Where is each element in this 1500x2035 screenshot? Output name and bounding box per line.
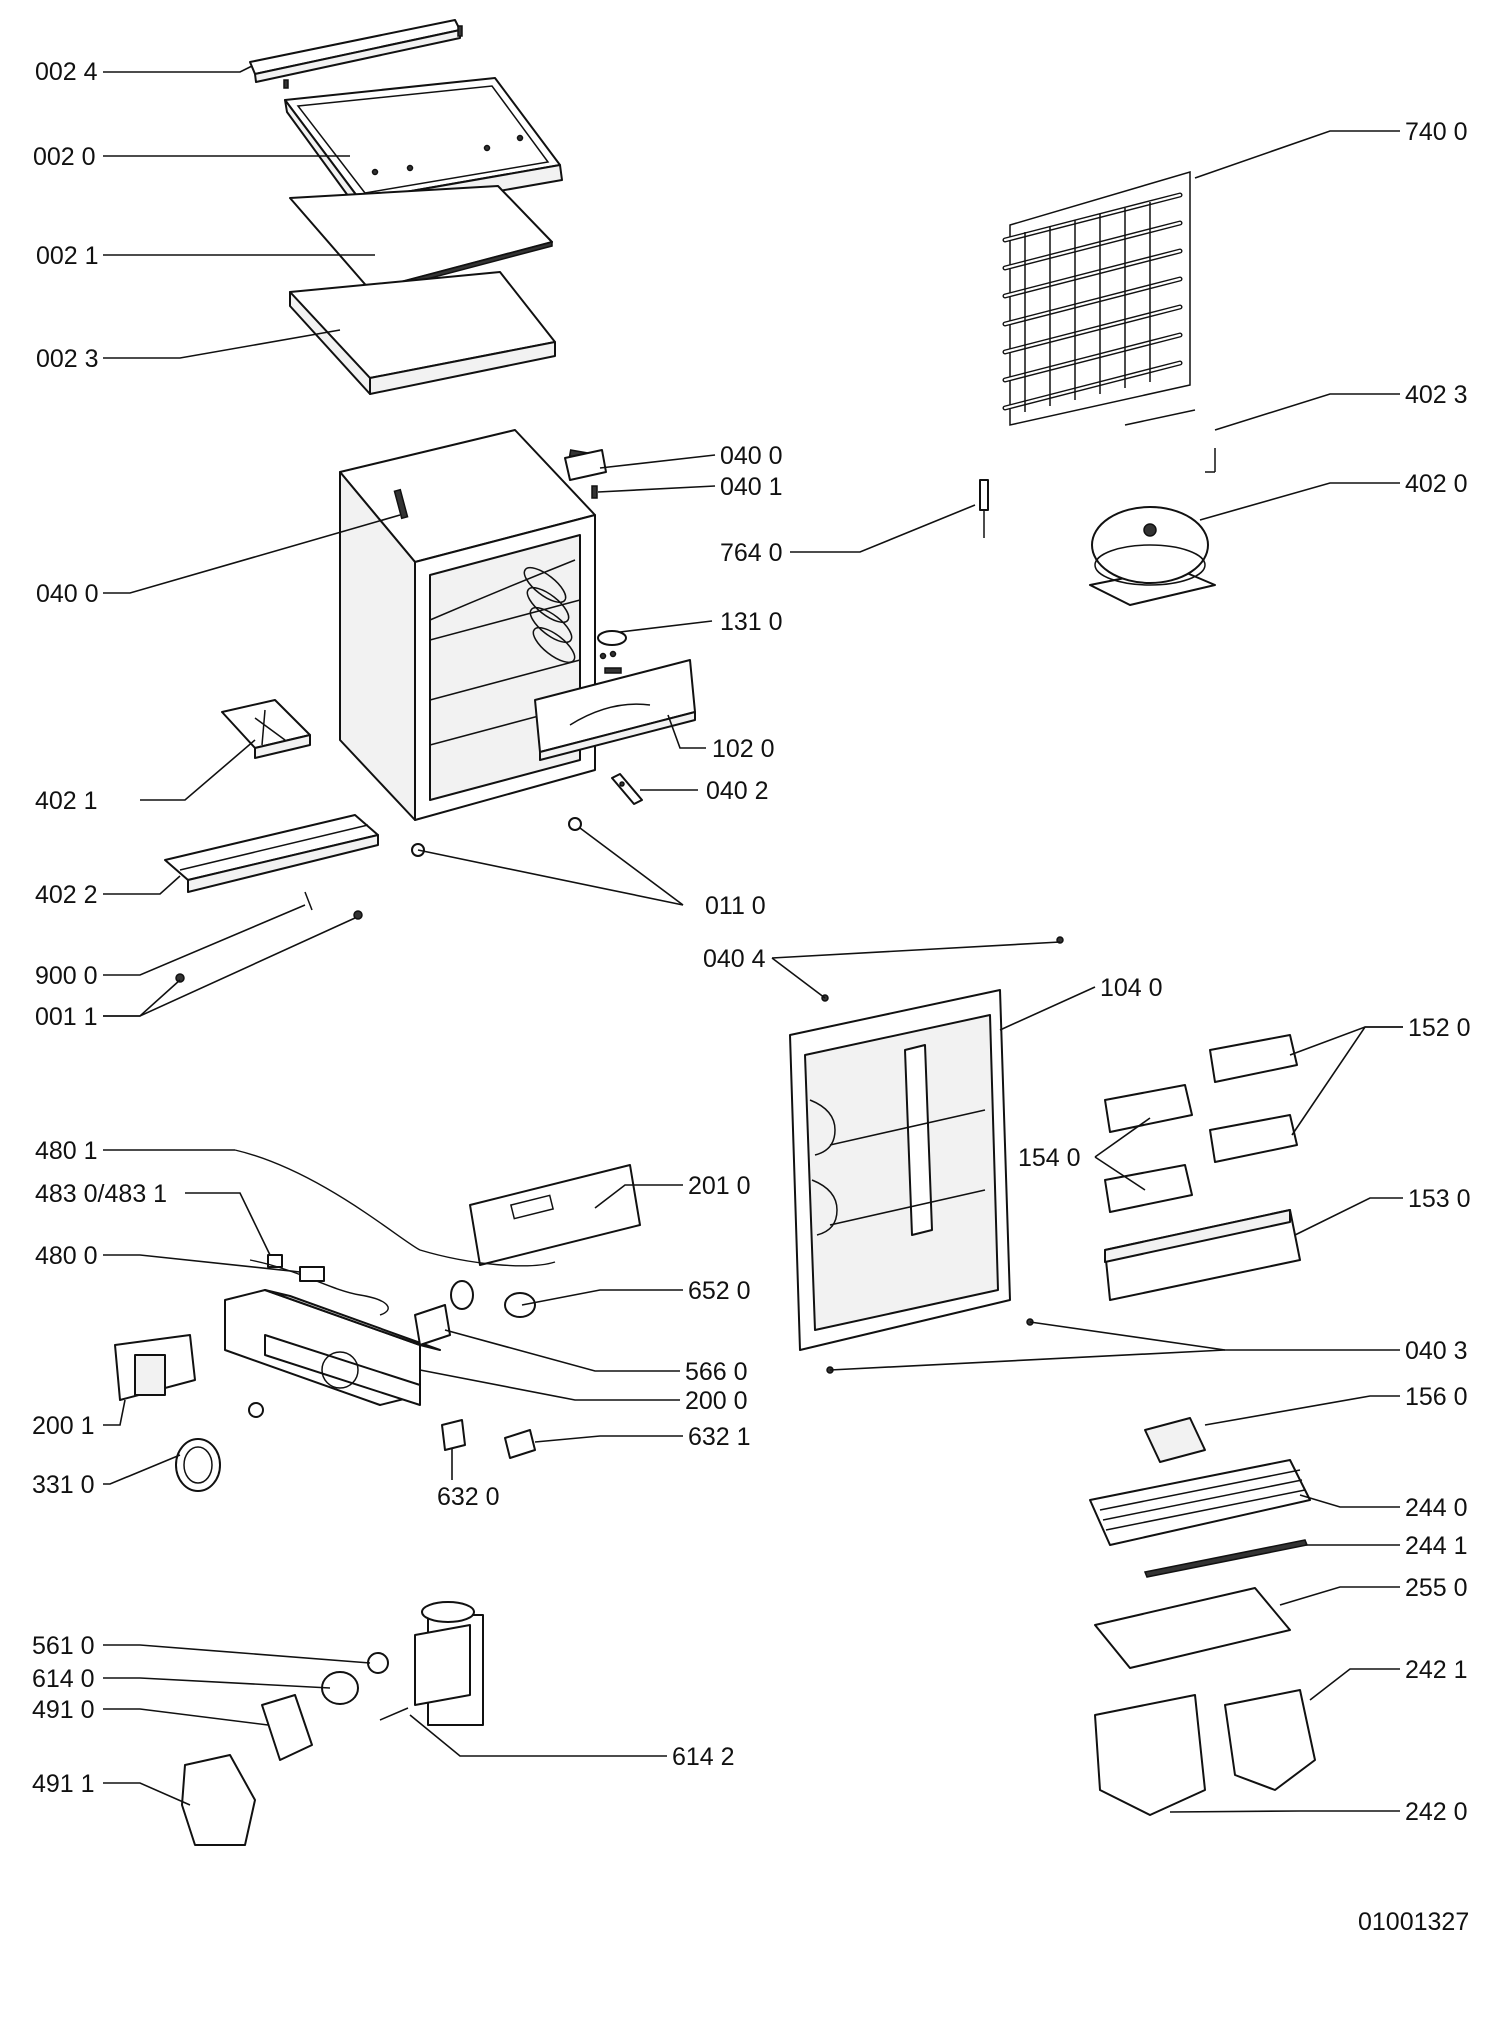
label-614-2: 614 2	[672, 1743, 735, 1771]
label-242-1: 242 1	[1405, 1656, 1468, 1684]
label-156-0: 156 0	[1405, 1383, 1468, 1411]
label-740-0: 740 0	[1405, 118, 1468, 146]
label-242-0: 242 0	[1405, 1798, 1468, 1826]
label-201-0: 201 0	[688, 1172, 751, 1200]
label-244-0: 244 0	[1405, 1494, 1468, 1522]
label-480-0: 480 0	[35, 1242, 98, 1270]
part-thermostat-sensor	[979, 479, 989, 538]
part-door	[789, 936, 1064, 1374]
part-bottom-hinge	[611, 773, 643, 805]
label-402-2: 402 2	[35, 881, 98, 909]
part-top-trim-strip	[249, 19, 463, 89]
part-door-shelves	[1104, 1034, 1301, 1301]
part-base-rail	[164, 814, 379, 893]
label-131-0: 131 0	[720, 608, 783, 636]
label-040-1: 040 1	[720, 473, 783, 501]
label-632-1: 632 1	[688, 1423, 751, 1451]
label-632-0: 632 0	[437, 1483, 500, 1511]
part-condenser	[1002, 170, 1191, 426]
part-compressor-electrics	[181, 1601, 484, 1846]
part-thermostat-knob	[597, 630, 627, 660]
part-shelves-drawers	[1089, 1417, 1316, 1816]
label-002-0: 002 0	[33, 143, 96, 171]
label-402-0: 402 0	[1405, 470, 1468, 498]
label-480-1: 480 1	[35, 1137, 98, 1165]
label-040-3: 040 3	[1405, 1337, 1468, 1365]
label-040-0-a: 040 0	[720, 442, 783, 470]
label-200-0: 200 0	[685, 1387, 748, 1415]
part-adjustable-feet	[411, 817, 582, 857]
label-614-0: 614 0	[32, 1665, 95, 1693]
part-labels: 002 4 002 0 002 1 002 3 040 0 040 1 040 …	[32, 58, 1471, 1936]
part-control-panel	[534, 659, 696, 761]
drawing-code: 01001327	[1358, 1908, 1469, 1936]
part-capillary-tube	[1124, 409, 1216, 473]
label-154-0: 154 0	[1018, 1144, 1081, 1172]
label-331-0: 331 0	[32, 1471, 95, 1499]
label-491-0: 491 0	[32, 1696, 95, 1724]
label-040-2: 040 2	[706, 777, 769, 805]
label-255-0: 255 0	[1405, 1574, 1468, 1602]
label-104-0: 104 0	[1100, 974, 1163, 1002]
label-566-0: 566 0	[685, 1358, 748, 1386]
condenser-wires	[1024, 202, 1151, 412]
part-base-board	[289, 271, 556, 395]
label-040-0-b: 040 0	[36, 580, 99, 608]
part-top-hinge	[564, 449, 607, 499]
part-electrical-group	[114, 1149, 641, 1492]
label-002-1: 002 1	[36, 242, 99, 270]
label-244-1: 244 1	[1405, 1532, 1468, 1560]
label-402-1: 402 1	[35, 787, 98, 815]
evaporator-fins	[523, 566, 576, 664]
label-402-3: 402 3	[1405, 381, 1468, 409]
label-102-0: 102 0	[712, 735, 775, 763]
leader-lines	[103, 65, 1403, 1813]
label-491-1: 491 1	[32, 1770, 95, 1798]
label-483-0-483-1: 483 0/483 1	[35, 1180, 167, 1208]
part-drip-tray	[221, 699, 311, 759]
part-insulation-sheet	[289, 185, 553, 295]
label-002-3: 002 3	[36, 345, 99, 373]
label-652-0: 652 0	[688, 1277, 751, 1305]
label-900-0: 900 0	[35, 962, 98, 990]
label-040-4: 040 4	[703, 945, 766, 973]
part-screws	[175, 891, 363, 983]
label-002-4: 002 4	[35, 58, 98, 86]
label-001-1: 001 1	[35, 1003, 98, 1031]
label-152-0: 152 0	[1408, 1014, 1471, 1042]
part-cabinet	[339, 429, 596, 821]
label-764-0: 764 0	[720, 539, 783, 567]
part-compressor	[1089, 506, 1216, 606]
label-561-0: 561 0	[32, 1632, 95, 1660]
label-153-0: 153 0	[1408, 1185, 1471, 1213]
label-011-0: 011 0	[705, 892, 766, 920]
label-200-1: 200 1	[32, 1412, 95, 1440]
